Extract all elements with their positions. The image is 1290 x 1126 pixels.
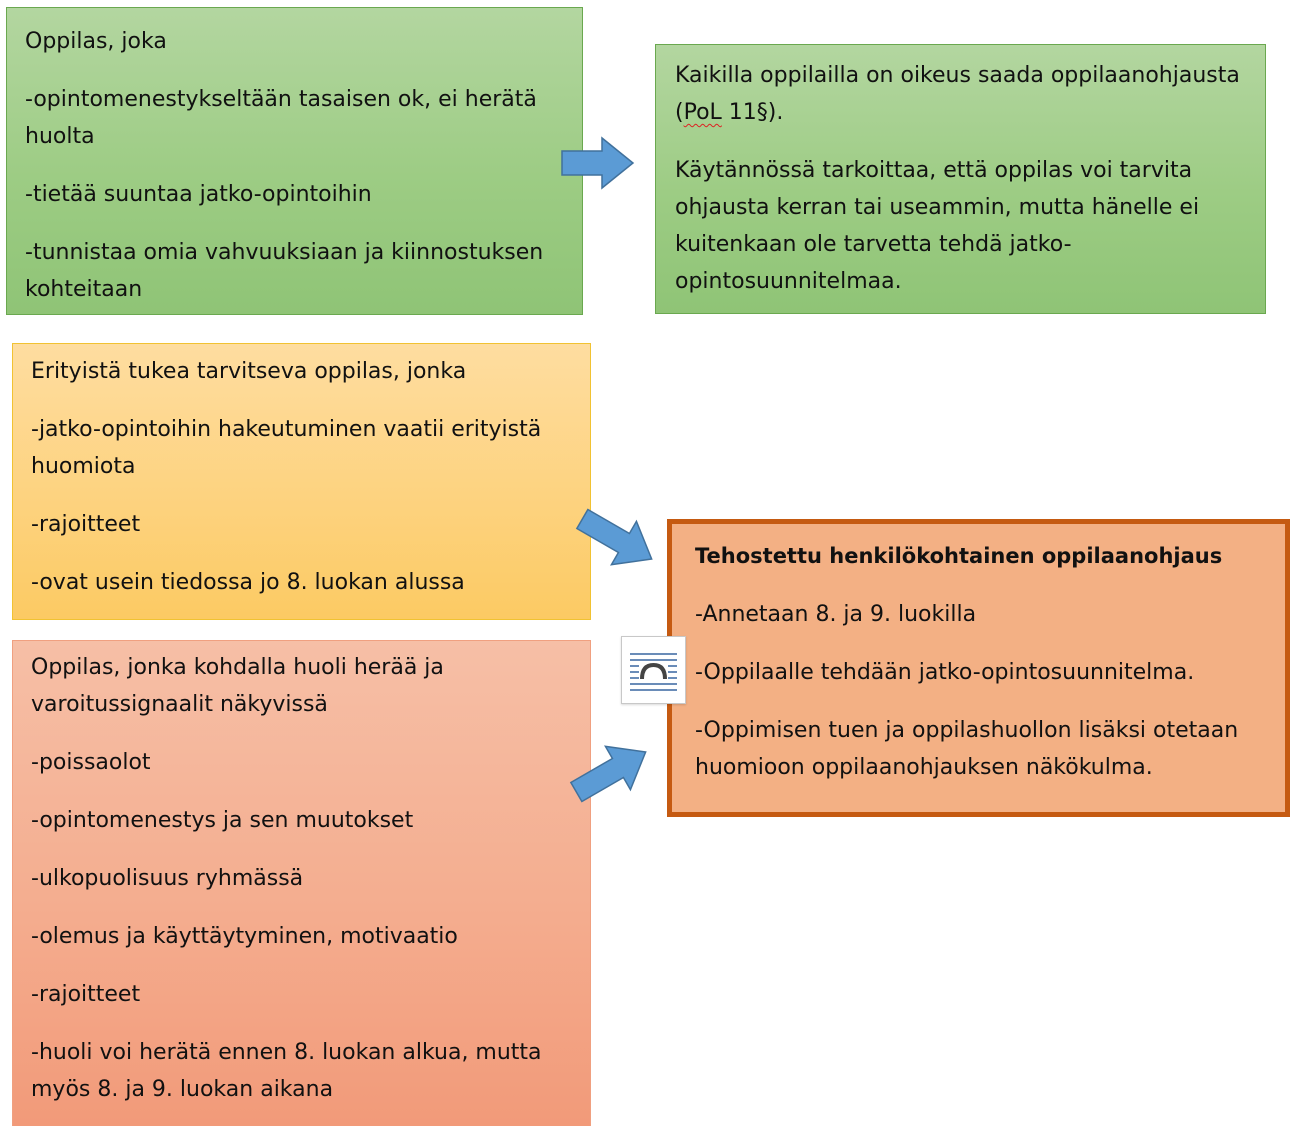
box-special-support-item: -ovat usein tiedossa jo 8. luokan alussa (31, 570, 465, 595)
box-special-support-item: -rajoitteet (31, 512, 141, 537)
box-intensified-guidance[interactable]: Tehostettu henkilökohtainen oppilaanohja… (667, 519, 1290, 817)
box-concern-heading: Oppilas, jonka kohdalla huoli herää ja v… (31, 655, 444, 717)
box-guidance-right-para: Kaikilla oppilailla on oikeus saada oppi… (675, 57, 1253, 131)
spellcheck-flagged-word: PoL (683, 100, 722, 125)
block-arrow-icon[interactable] (563, 736, 659, 808)
para-text: 11§). (721, 100, 784, 125)
box-special-support-item: -jatko-opintoihin hakeutuminen vaatii er… (31, 417, 542, 479)
box-concern-student[interactable]: Oppilas, jonka kohdalla huoli herää ja v… (12, 640, 591, 1126)
box-ordinary-student-item: -tunnistaa omia vahvuuksiaan ja kiinnost… (25, 240, 544, 302)
para-text: Kaikilla oppilailla on oikeus saada oppi… (675, 63, 1240, 125)
box-guidance-right[interactable]: Kaikilla oppilailla on oikeus saada oppi… (655, 44, 1266, 314)
box-intensified-guidance-item: -Oppilaalle tehdään jatko-opintosuunnite… (695, 660, 1195, 685)
box-concern-item: -olemus ja käyttäytyminen, motivaatio (31, 924, 458, 949)
text-wrap-layout-glyph (630, 653, 677, 691)
box-concern-item: -opintomenestys ja sen muutokset (31, 808, 414, 833)
box-ordinary-student-heading: Oppilas, joka (25, 29, 167, 54)
box-intensified-guidance-title: Tehostettu henkilökohtainen oppilaanohja… (695, 544, 1223, 568)
box-concern-item: -rajoitteet (31, 982, 141, 1007)
box-ordinary-student-item: -tietää suuntaa jatko-opintoihin (25, 182, 372, 207)
box-special-support-heading: Erityistä tukea tarvitseva oppilas, jonk… (31, 359, 467, 384)
box-concern-item: -ulkopuolisuus ryhmässä (31, 866, 304, 891)
box-concern-item: -poissaolot (31, 750, 151, 775)
block-arrow-icon[interactable] (560, 136, 636, 190)
box-special-support-student[interactable]: Erityistä tukea tarvitseva oppilas, jonk… (12, 343, 591, 620)
box-ordinary-student[interactable]: Oppilas, joka -opintomenestykseltään tas… (6, 7, 583, 315)
box-concern-item: -huoli voi herätä ennen 8. luokan alkua,… (31, 1040, 542, 1102)
box-ordinary-student-item: -opintomenestykseltään tasaisen ok, ei h… (25, 87, 537, 149)
box-guidance-right-para: Käytännössä tarkoittaa, että oppilas voi… (675, 158, 1200, 294)
box-intensified-guidance-item: -Annetaan 8. ja 9. luokilla (695, 602, 977, 627)
block-arrow-icon[interactable] (569, 503, 665, 575)
box-intensified-guidance-item: -Oppimisen tuen ja oppilashuollon lisäks… (695, 718, 1239, 780)
text-wrap-layout-icon[interactable] (621, 636, 686, 704)
